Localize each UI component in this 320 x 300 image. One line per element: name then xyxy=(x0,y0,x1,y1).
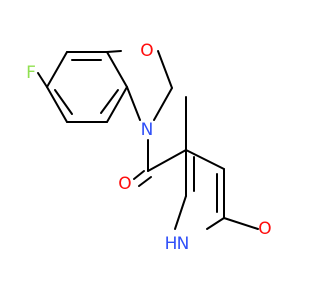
ring-oxygen-label: O xyxy=(140,41,153,61)
pyridone-oxygen-label: O xyxy=(258,219,271,239)
bond-carbonyl-ring xyxy=(147,149,187,172)
bond-layer xyxy=(37,50,259,230)
bond-fluorine xyxy=(37,72,48,88)
bond-benzene-4 xyxy=(106,86,128,123)
fluorine-label: F xyxy=(26,63,36,83)
molecule-structure-diagram: F O N O H N O xyxy=(26,41,272,254)
bond-pyridone-3 xyxy=(206,217,225,230)
bond-carbonyl-double-a xyxy=(133,170,145,180)
bond-pyridone-1 xyxy=(185,149,225,170)
bond-benzene-3 xyxy=(106,51,128,88)
molecule-canvas: F O N O H N O xyxy=(26,41,272,254)
pyridone-nh-label: H xyxy=(165,234,178,254)
bond-ch2-ch2 xyxy=(153,87,173,121)
bond-benzene-inner-2 xyxy=(100,89,119,114)
bond-aryl-ether xyxy=(106,50,122,53)
bond-pyridone-carbonyl xyxy=(223,217,259,230)
bond-pyridone-4 xyxy=(174,195,187,230)
bond-ether-ch2 xyxy=(157,50,173,89)
bond-benzene-1 xyxy=(46,51,68,88)
bond-benzene-6 xyxy=(46,86,68,123)
ring-nitrogen-label: N xyxy=(141,120,154,140)
carbonyl-oxygen-label: O xyxy=(118,174,131,194)
bond-carbonyl-double-b xyxy=(138,176,152,187)
bond-benzene-inner-3 xyxy=(54,89,73,115)
pyridone-n-label: N xyxy=(177,234,190,254)
bond-aryl-amine xyxy=(126,86,141,121)
